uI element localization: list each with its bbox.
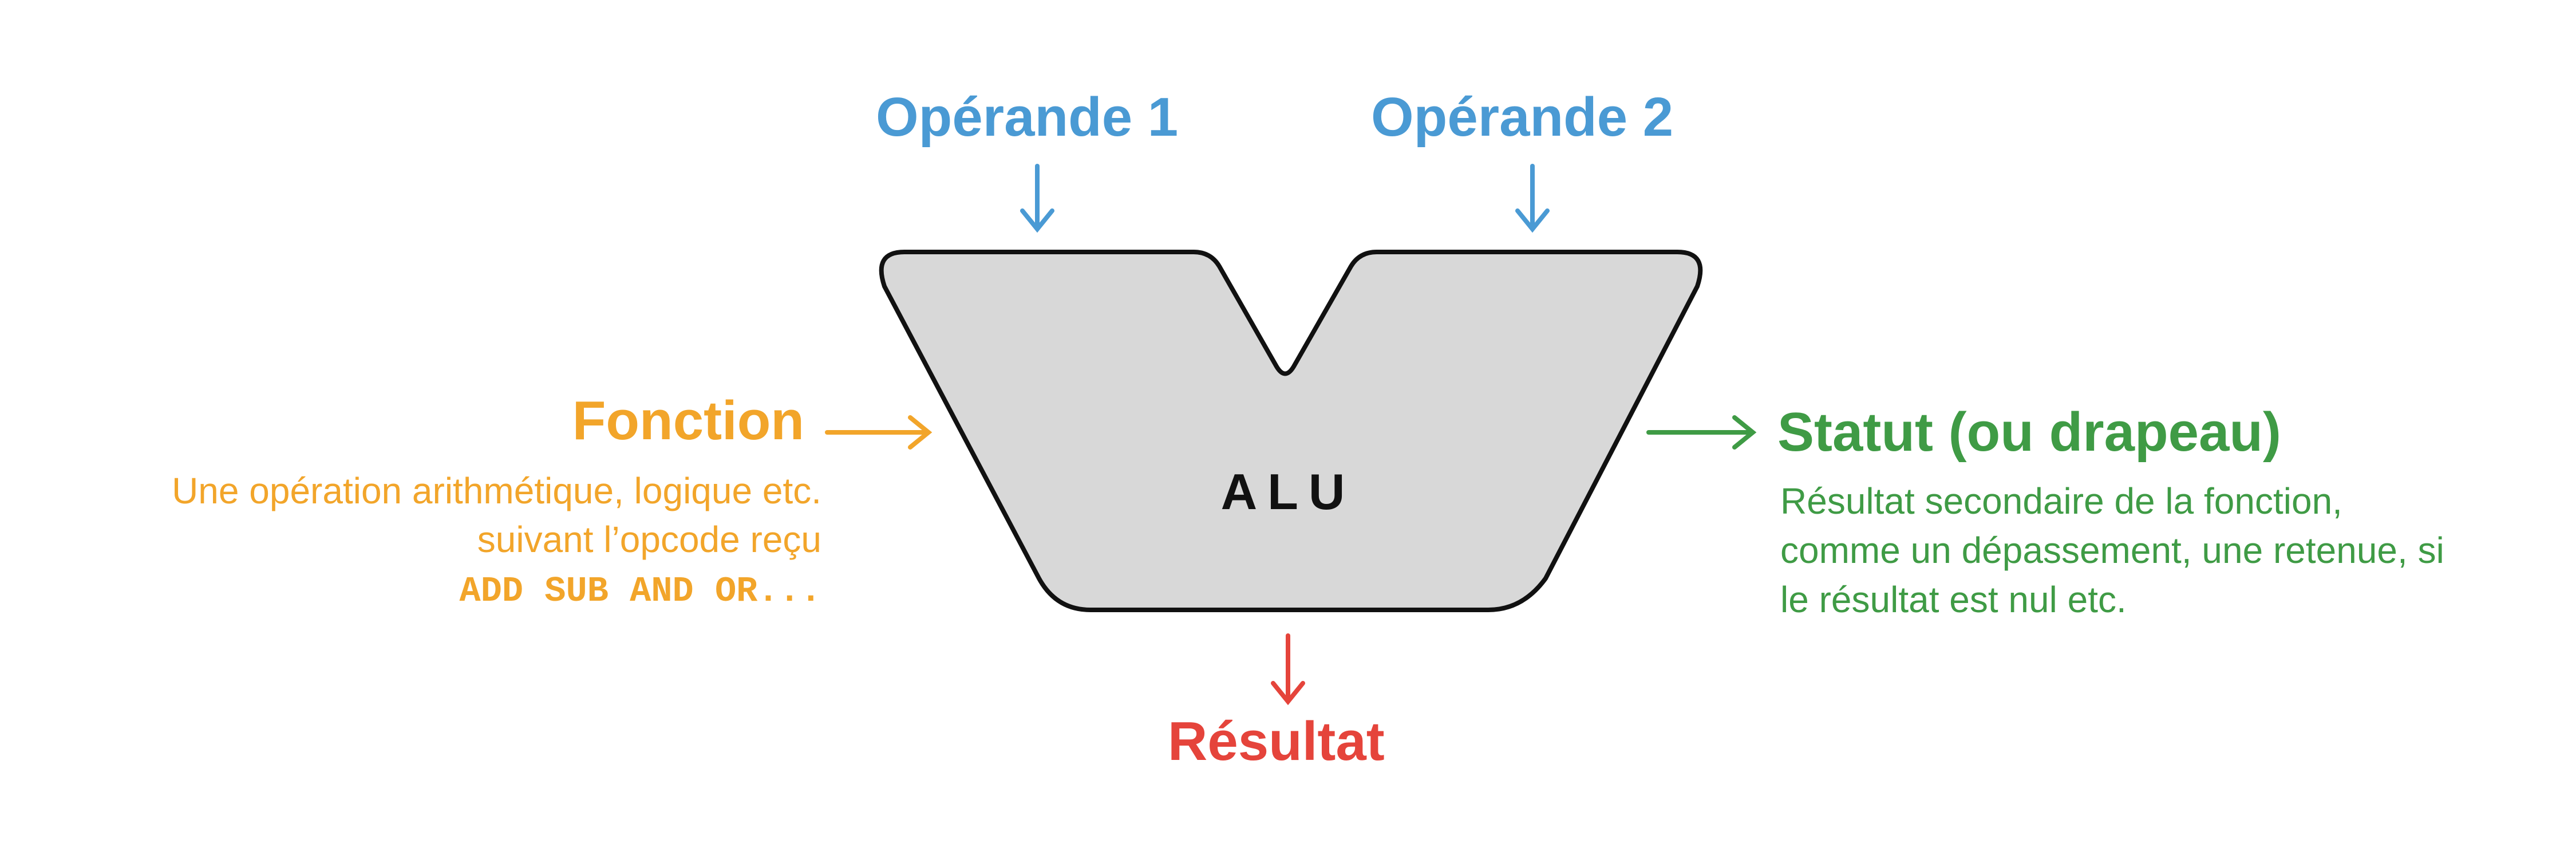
function-arrow (825, 415, 933, 450)
operand2-label: Opérande 2 (1371, 86, 1674, 148)
function-title: Fonction (572, 390, 804, 451)
operand1-label: Opérande 1 (876, 86, 1179, 148)
function-description: Une opération arithmétique, logique etc.… (172, 467, 821, 616)
result-label: Résultat (1168, 711, 1385, 772)
status-description: Résultat secondaire de la fonction, comm… (1780, 480, 2444, 620)
alu-label: ALU (1220, 463, 1356, 520)
function-opcodes: ADD SUB AND OR... (459, 571, 821, 612)
result-arrow (1271, 633, 1305, 706)
alu-shape (879, 250, 1703, 612)
function-description-text: Une opération arithmétique, logique etc.… (172, 470, 821, 560)
operand1-arrow (1020, 164, 1054, 233)
status-title: Statut (ou drapeau) (1777, 401, 2281, 463)
status-arrow (1646, 415, 1757, 450)
operand2-arrow (1515, 164, 1550, 233)
